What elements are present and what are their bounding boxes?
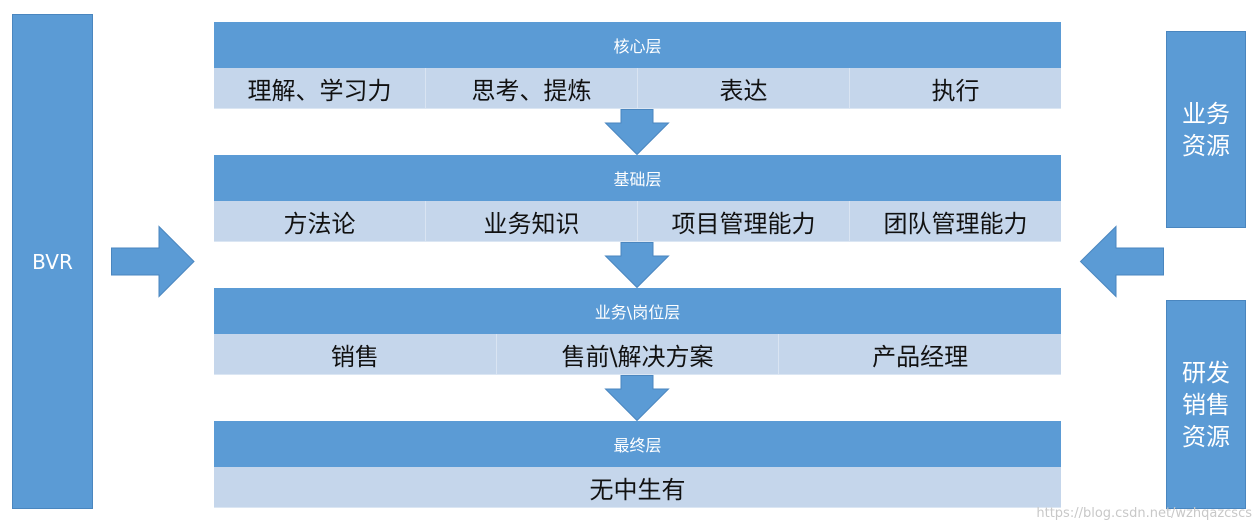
core-item: 执行 <box>849 68 1061 108</box>
down-arrow-icon <box>604 375 670 422</box>
down-arrow-icon <box>604 109 670 156</box>
business-position-layer: 业务\岗位层 销售 售前\解决方案 产品经理 <box>214 288 1061 375</box>
foundation-layer-items: 方法论 业务知识 项目管理能力 团队管理能力 <box>214 201 1061 242</box>
bvr-label: BVR <box>32 249 73 274</box>
rd-sales-resources-label: 研发 销售 资源 <box>1182 358 1230 451</box>
final-layer-items: 无中生有 <box>214 467 1061 508</box>
right-arrow-icon <box>111 225 195 298</box>
foundation-layer-title: 基础层 <box>613 170 662 189</box>
core-item: 思考、提炼 <box>425 68 637 108</box>
position-item: 产品经理 <box>778 334 1061 374</box>
foundation-item: 项目管理能力 <box>637 201 849 241</box>
position-item: 售前\解决方案 <box>495 334 779 374</box>
watermark: https://blog.csdn.net/wzhqazcscs <box>1036 506 1252 521</box>
business-resources-label: 业务 资源 <box>1182 99 1230 160</box>
rd-sales-resources-box: 研发 销售 资源 <box>1166 300 1246 509</box>
core-item: 表达 <box>637 68 849 108</box>
business-position-layer-header: 业务\岗位层 <box>214 288 1061 334</box>
business-position-layer-title: 业务\岗位层 <box>594 303 681 322</box>
final-layer-header: 最终层 <box>214 421 1061 467</box>
business-resources-box: 业务 资源 <box>1166 31 1246 228</box>
final-layer: 最终层 无中生有 <box>214 421 1061 508</box>
bvr-box: BVR <box>12 14 93 509</box>
foundation-item: 方法论 <box>283 209 356 238</box>
foundation-layer-header: 基础层 <box>214 155 1061 201</box>
business-position-layer-items: 销售 售前\解决方案 产品经理 <box>214 334 1061 375</box>
foundation-item: 业务知识 <box>425 201 637 241</box>
final-layer-title: 最终层 <box>613 436 662 455</box>
foundation-item: 团队管理能力 <box>849 201 1061 241</box>
down-arrow-icon <box>604 242 670 289</box>
core-layer-title: 核心层 <box>613 37 662 56</box>
position-item: 销售 <box>330 342 379 371</box>
final-item: 无中生有 <box>589 475 686 504</box>
foundation-layer: 基础层 方法论 业务知识 项目管理能力 团队管理能力 <box>214 155 1061 242</box>
core-layer-items: 理解、学习力 思考、提炼 表达 执行 <box>214 68 1061 109</box>
core-layer: 核心层 理解、学习力 思考、提炼 表达 执行 <box>214 22 1061 109</box>
core-item: 理解、学习力 <box>247 76 392 105</box>
left-arrow-icon <box>1079 225 1164 298</box>
core-layer-header: 核心层 <box>214 22 1061 68</box>
